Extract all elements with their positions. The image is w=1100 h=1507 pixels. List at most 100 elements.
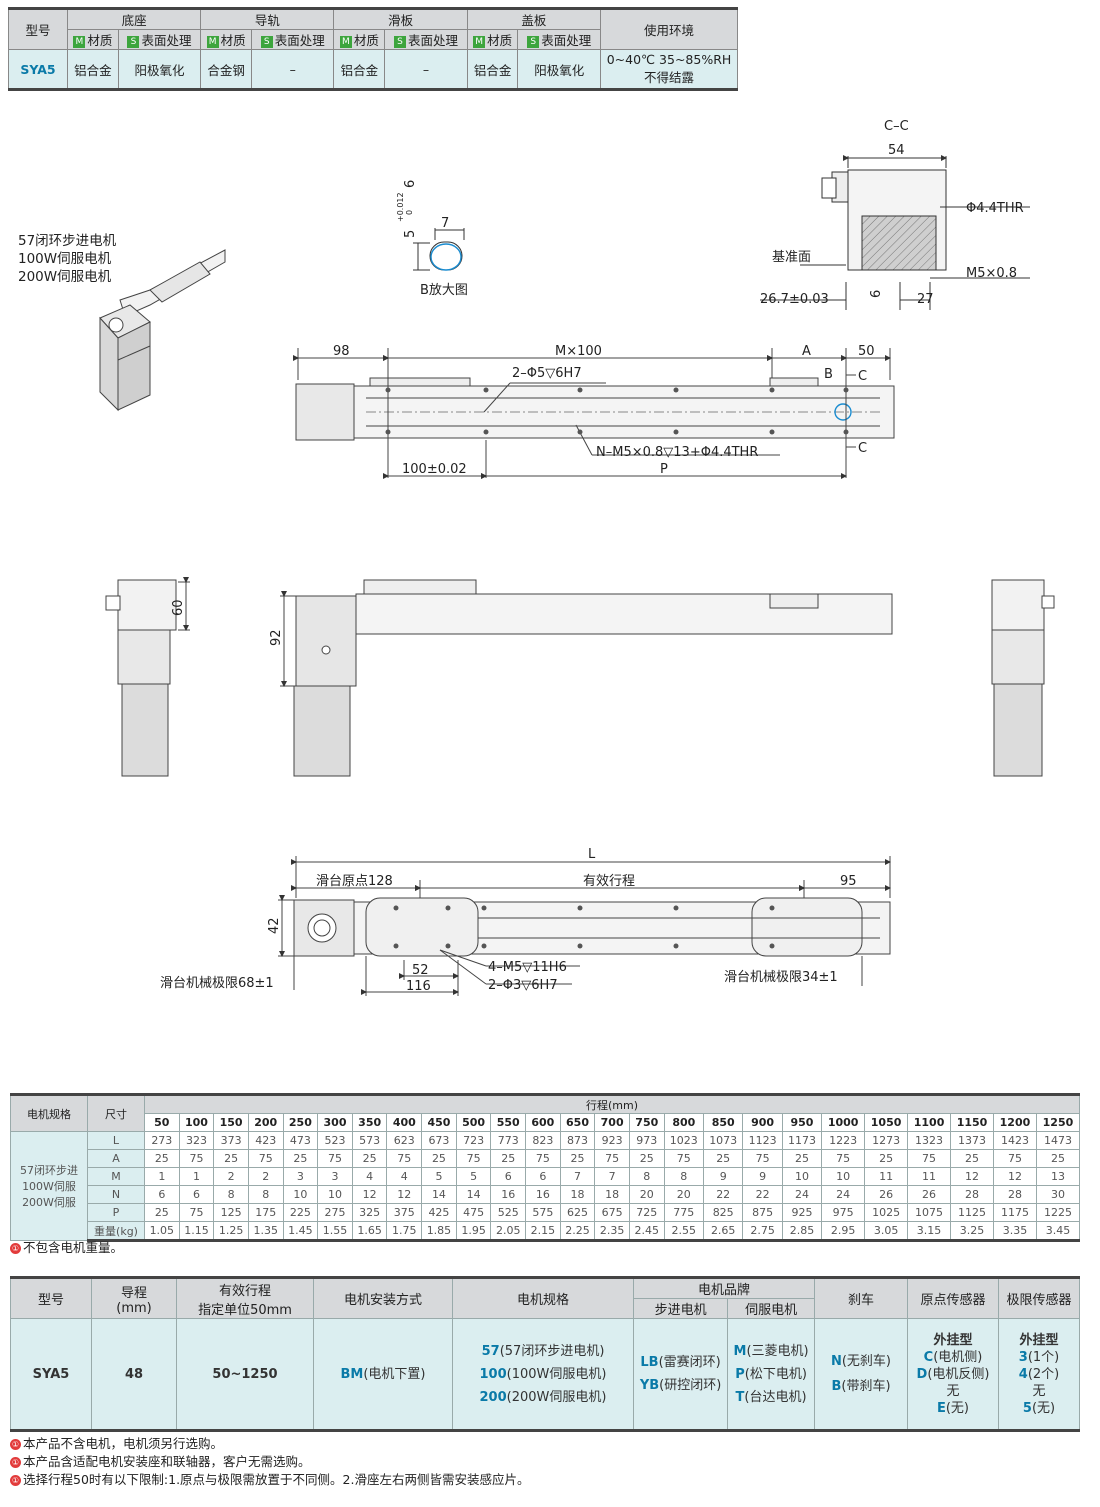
svg-text:52: 52 [412,963,429,978]
svg-text:L: L [588,847,596,862]
table-cell: 75 [317,1149,353,1168]
ordering-code-table: 型号 导程(mm) 有效行程指定单位50mm 电机安装方式 电机规格 电机品牌 … [10,1276,1080,1432]
stroke-header: 650 [559,1113,596,1132]
table-cell: 10 [282,1185,319,1204]
svg-text:基准面: 基准面 [772,250,811,265]
note-mark-icon: ① [10,1439,21,1450]
table-cell: 11 [864,1167,909,1186]
table-cell: 75 [386,1149,423,1168]
table-cell: 12 [386,1185,423,1204]
header-motor-spec: 电机规格 [452,1276,634,1319]
weight-cell: 3.45 [1035,1221,1081,1242]
table-cell: 823 [525,1131,561,1150]
weight-cell: 3.05 [864,1221,909,1242]
order-brake: N(无刹车) B(带刹车) [814,1318,908,1432]
weight-cell: 1.35 [247,1221,284,1242]
header-motor-brand: 电机品牌 [633,1276,815,1299]
weight-cell: 1.95 [455,1221,492,1242]
left-end-view [105,577,190,777]
table-cell: 18 [594,1185,630,1204]
row-label: N [87,1185,145,1204]
table-cell: 25 [144,1203,180,1222]
table-cell: 25 [781,1149,823,1168]
table-cell: 7 [594,1167,630,1186]
table-cell: 25 [1035,1149,1081,1168]
table-cell: 1373 [950,1131,994,1150]
table-cell: 12 [992,1167,1037,1186]
table-cell: 75 [594,1149,630,1168]
table-cell: 75 [821,1149,866,1168]
stroke-header: 100 [178,1113,215,1132]
table-cell: 6 [525,1167,561,1186]
table-cell: 623 [386,1131,423,1150]
svg-text:26.7±0.03: 26.7±0.03 [760,292,829,307]
table-cell: 6 [490,1167,527,1186]
weight-cell: 3.15 [907,1221,952,1242]
table-cell: 673 [421,1131,457,1150]
table-cell: 9 [702,1167,744,1186]
table-cell: 1 [144,1167,180,1186]
table-cell: 14 [421,1185,457,1204]
weight-cell: 2.65 [702,1221,744,1242]
table-cell: 1 [178,1167,215,1186]
svg-text:54: 54 [888,143,905,158]
table-cell: 4 [351,1167,388,1186]
weight-cell: 3.35 [992,1221,1037,1242]
svg-text:N–M5×0.8▽13+Φ4.4THR: N–M5×0.8▽13+Φ4.4THR [596,445,758,460]
table-cell: 75 [178,1149,215,1168]
table-cell: 1173 [781,1131,823,1150]
table-cell: 9 [742,1167,783,1186]
weight-cell: 2.05 [490,1221,527,1242]
table-cell: 825 [702,1203,744,1222]
svg-text:B: B [824,367,833,382]
stroke-header: 850 [702,1113,744,1132]
header-stepper: 步进电机 [632,1298,729,1319]
table-cell: 1473 [1035,1131,1081,1150]
svg-text:P: P [660,462,668,477]
table-cell: 1075 [907,1203,952,1222]
stroke-header: 200 [247,1113,284,1132]
table-cell: 725 [628,1203,665,1222]
svg-text:92: 92 [269,629,284,646]
table-cell: 323 [178,1131,215,1150]
table-cell: 8 [628,1167,665,1186]
slider-surface: – [384,49,468,91]
stroke-header: 500 [455,1113,492,1132]
table-cell: 3 [282,1167,319,1186]
svg-text:滑台原点128: 滑台原点128 [316,874,393,889]
table-cell: 8 [247,1185,284,1204]
table-cell: 8 [663,1167,705,1186]
table-cell: 5 [421,1167,457,1186]
order-servo: M(三菱电机) P(松下电机) T(台达电机) [727,1318,815,1432]
table-cell: 773 [490,1131,527,1150]
table-cell: 14 [455,1185,492,1204]
table-cell: 22 [742,1185,783,1204]
note-mark-icon: ① [10,1457,21,1468]
table-cell: 273 [144,1131,180,1150]
table-cell: 25 [628,1149,665,1168]
weight-cell: 2.95 [821,1221,866,1242]
table-cell: 10 [317,1185,353,1204]
svg-text:5: 5 [403,230,418,238]
svg-text:2–Φ3▽6H7: 2–Φ3▽6H7 [488,978,558,993]
svg-text:200W伺服电机: 200W伺服电机 [18,269,112,285]
weight-cell: 3.25 [950,1221,994,1242]
note-mark-icon: ① [10,1243,21,1254]
table-cell: 975 [821,1203,866,1222]
bottom-view-holes [393,905,775,949]
s-tag-icon: S [393,35,406,48]
weight-cell: 1.25 [213,1221,249,1242]
header-model: 型号 [10,1276,92,1319]
weight-cell: 1.45 [282,1221,319,1242]
order-mount: BM(电机下置) [313,1318,453,1432]
table-cell: 873 [559,1131,596,1150]
table-cell: 25 [144,1149,180,1168]
table-cell: 225 [282,1203,319,1222]
header-brake: 刹车 [814,1276,908,1319]
table-cell: 75 [992,1149,1037,1168]
technical-drawing: 57闭环步进电机 100W伺服电机 200W伺服电机 7 5 +0.012 0 … [18,119,1055,996]
table-cell: 10 [821,1167,866,1186]
